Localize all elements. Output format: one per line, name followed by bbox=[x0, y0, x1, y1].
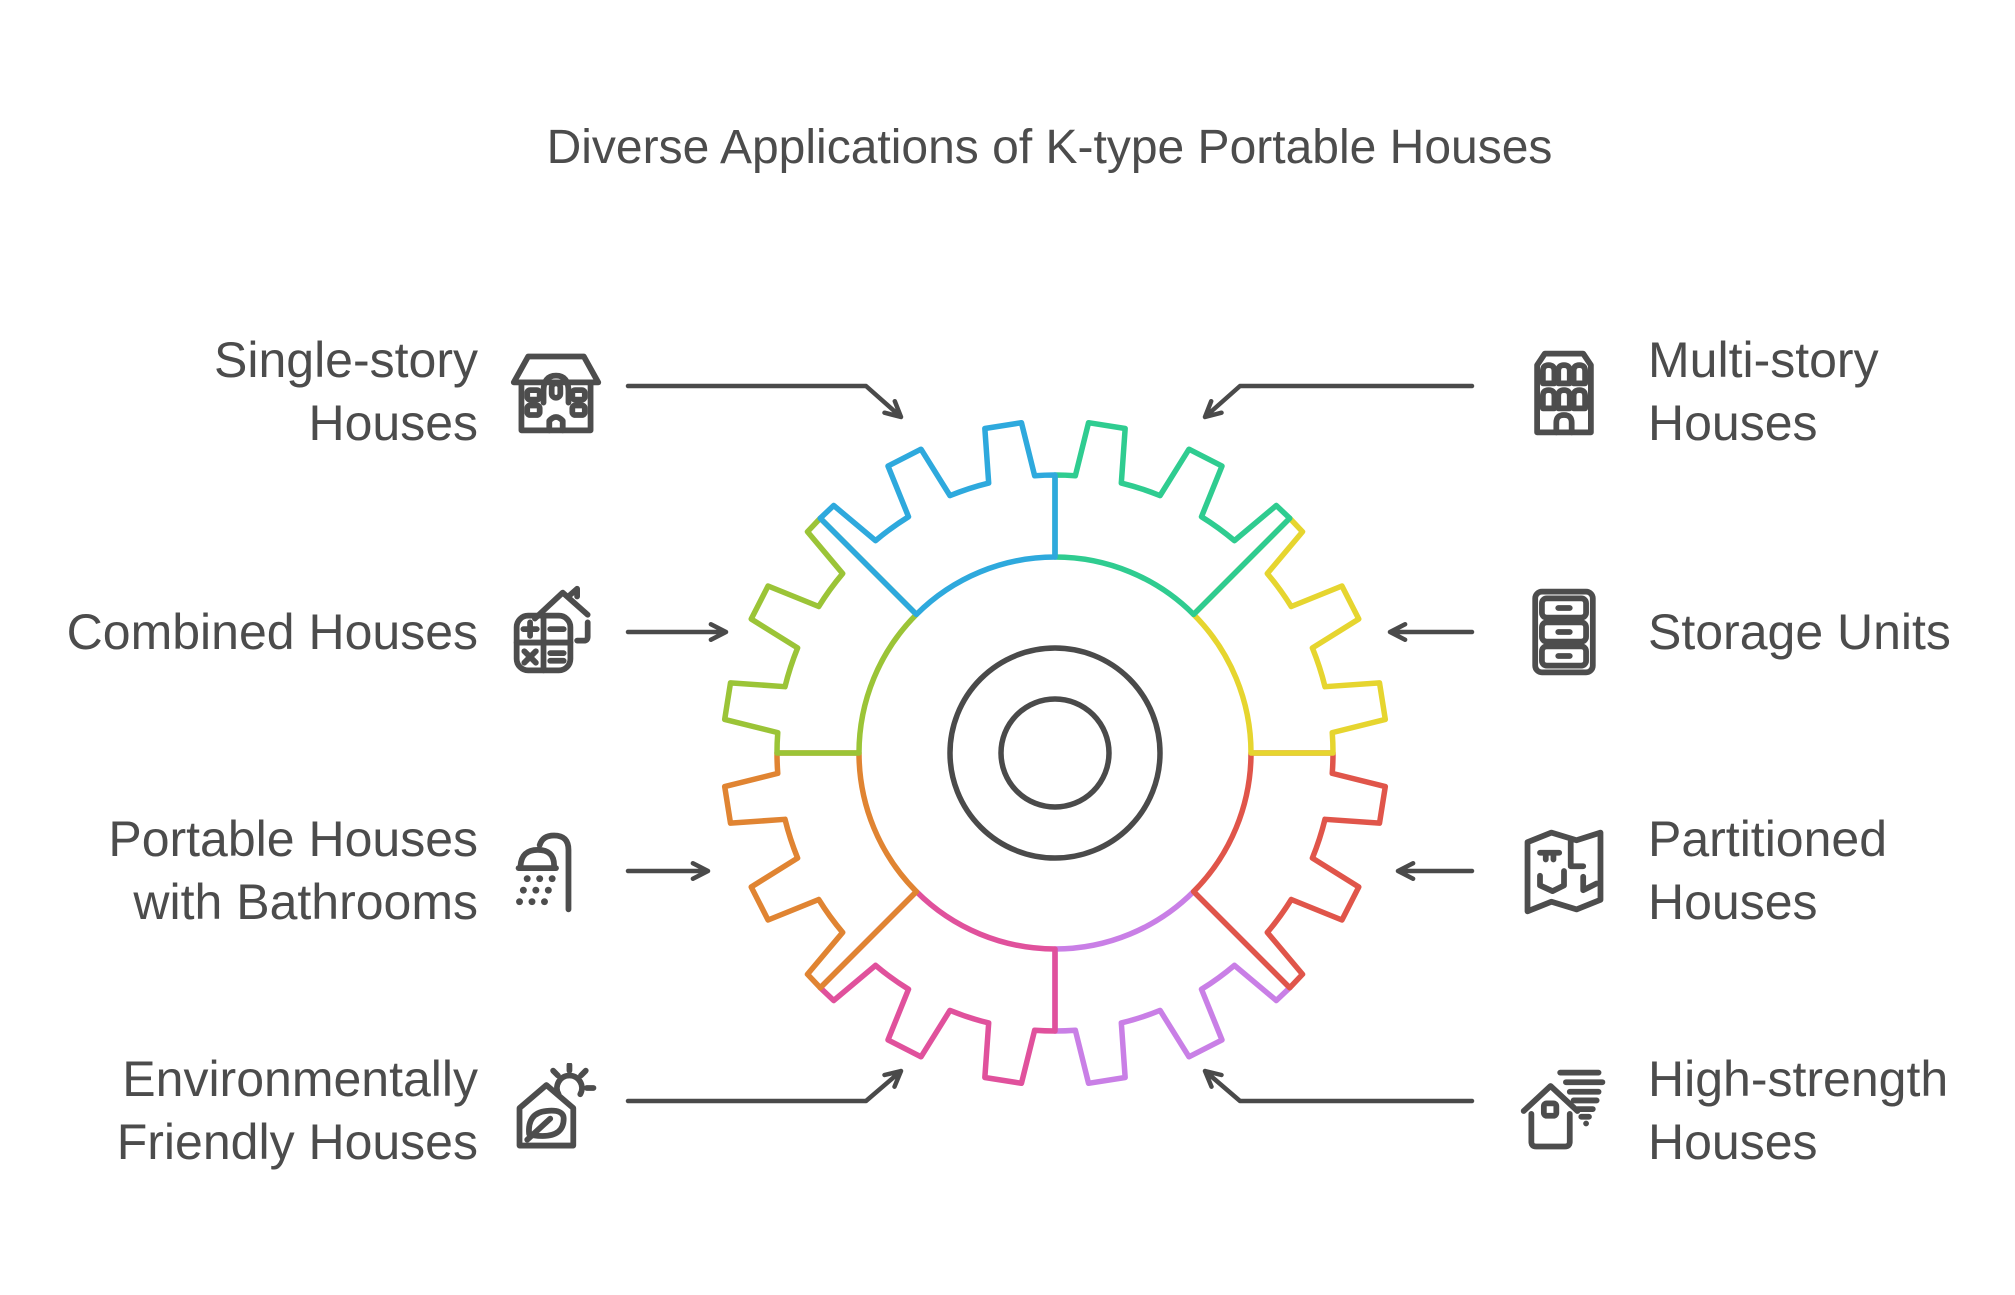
connector-arrow-7 bbox=[1202, 1068, 1475, 1104]
gear-segment-green bbox=[1052, 419, 1293, 618]
item-high-strength-houses: High-strength Houses bbox=[1516, 1045, 1948, 1177]
gear-hub-inner-circle bbox=[998, 696, 1112, 810]
connector-arrow-1 bbox=[1202, 383, 1475, 420]
item-storage-units: Storage Units bbox=[1516, 566, 1951, 698]
gear-segment-olive bbox=[721, 515, 920, 756]
combined-houses-calculator-icon bbox=[513, 585, 591, 674]
item-label: Partitioned bbox=[1648, 811, 1888, 867]
item-label: Friendly Houses bbox=[116, 1114, 478, 1170]
item-label: Environmentally bbox=[122, 1051, 478, 1107]
item-environmentally-friendly-houses: Environmentally Friendly Houses bbox=[117, 1045, 604, 1177]
item-label: High-strength bbox=[1648, 1051, 1949, 1107]
item-label: with Bathrooms bbox=[133, 874, 478, 930]
shower-icon bbox=[515, 832, 572, 913]
storage-cabinet-icon bbox=[1532, 588, 1596, 676]
page-title: Diverse Applications of K-type Portable … bbox=[546, 121, 1553, 174]
gear-segment-pink bbox=[817, 888, 1058, 1087]
connector-arrow-0 bbox=[625, 383, 904, 420]
item-multi-story-houses: Multi-story Houses bbox=[1516, 326, 1879, 458]
connector-arrow-4 bbox=[625, 861, 711, 881]
connector-arrow-5 bbox=[1395, 861, 1475, 881]
item-label: Multi-story bbox=[1648, 332, 1879, 388]
item-label: Houses bbox=[1648, 1114, 1818, 1170]
item-label: Houses bbox=[1648, 874, 1818, 930]
connector-arrow-2 bbox=[625, 622, 729, 642]
item-portable-houses-with-bathrooms: Portable Houses with Bathrooms bbox=[108, 805, 604, 937]
multi-story-building-icon bbox=[1534, 350, 1594, 436]
single-story-house-icon bbox=[510, 353, 602, 434]
item-combined-houses: Combined Houses bbox=[67, 566, 604, 698]
gear-segment-violet bbox=[1052, 888, 1293, 1087]
item-label: Houses bbox=[1648, 395, 1818, 451]
gear-segment-yellow bbox=[1190, 515, 1389, 756]
floorplan-map-icon bbox=[1524, 829, 1604, 915]
gear-segment-blue bbox=[817, 419, 1058, 618]
connector-arrow-3 bbox=[1387, 622, 1475, 642]
item-label: Combined Houses bbox=[66, 603, 478, 660]
gear-segment-red bbox=[1190, 750, 1389, 991]
connector-arrow-6 bbox=[625, 1068, 904, 1104]
item-label: Single-story bbox=[214, 332, 478, 388]
eco-house-icon bbox=[516, 1063, 597, 1149]
item-label: Portable Houses bbox=[108, 811, 478, 867]
house-tornado-icon bbox=[1520, 1069, 1606, 1150]
item-partitioned-houses: Partitioned Houses bbox=[1516, 805, 1887, 937]
item-label: Houses bbox=[308, 395, 478, 451]
gear-hub-outer-circle bbox=[947, 645, 1163, 861]
item-label: Storage Units bbox=[1648, 603, 1951, 660]
gear-segment-orange bbox=[721, 750, 920, 991]
item-single-story-houses: Single-story Houses bbox=[214, 326, 604, 458]
